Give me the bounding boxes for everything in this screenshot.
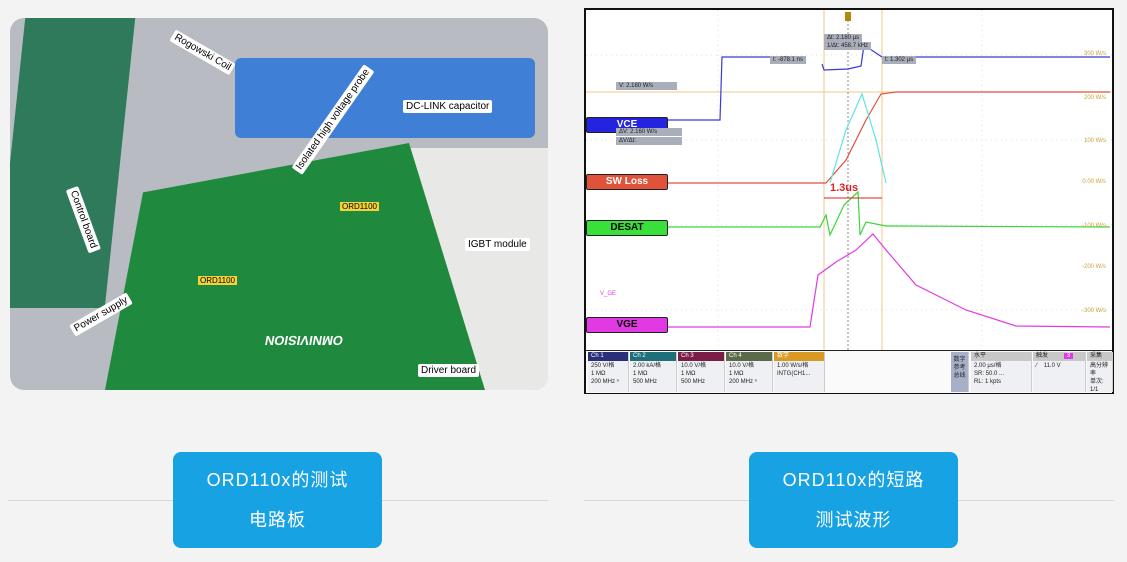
- timing-annotation: 1.3us: [830, 182, 859, 194]
- axis-label: 200 W/s: [1083, 95, 1106, 101]
- sw-loss-trace: [586, 91, 1110, 184]
- current-trace: [829, 92, 887, 184]
- ref-label: V_GE: [600, 291, 617, 297]
- channel-label-vge[interactable]: VGE: [586, 317, 668, 333]
- axis-label: 0.00 W/s: [1082, 179, 1106, 185]
- cursor-readout-v: V: 2.180 W/s: [616, 82, 677, 90]
- axis-label: 100 W/s: [1083, 138, 1106, 144]
- chip-label: ORD1100: [340, 202, 379, 211]
- axis-label: -200 W/s: [1081, 264, 1106, 270]
- acquisition-panel[interactable]: 采集高分辨率单次: 1/1: [1087, 352, 1113, 393]
- brand-logo: OMNIVISION: [263, 333, 345, 348]
- caption-button-waveform[interactable]: ORD110x的短路测试波形: [749, 452, 958, 548]
- axis-label: -300 W/s: [1081, 308, 1106, 314]
- oscilloscope-screenshot: 1.3us VCE SW Loss DESAT VGE V_GE Δt: 2.1…: [584, 8, 1114, 394]
- cursor-readout-t2: t: 1.302 µs: [882, 56, 917, 64]
- test-board-photo: Rogowski Coil Isolated high voltage prob…: [10, 18, 548, 390]
- chip-label: ORD1100: [198, 276, 237, 285]
- cursor-readout-dt: Δt: 2.180 µs: [824, 34, 863, 42]
- vce-trace: [821, 43, 1110, 71]
- dc-link-capacitor: [235, 58, 535, 138]
- trigger-panel[interactable]: 触发 3⁄ 11.0 V: [1033, 352, 1086, 392]
- axis-label: -100 W/s: [1081, 223, 1106, 229]
- rogowski-coil-label: Rogowski Coil: [169, 29, 236, 76]
- axis-label: 300 W/s: [1083, 51, 1106, 57]
- waveform-plot: [586, 10, 1112, 350]
- cursor-readout-dvdt: ΔV/Δt:: [616, 137, 682, 145]
- igbt-label: IGBT module: [465, 238, 530, 251]
- vge-trace: [586, 233, 1111, 328]
- control-board: [10, 18, 136, 308]
- cursor-readout-t1: t: -878.1 ns: [770, 56, 807, 64]
- ref-bus-button[interactable]: 数字 参考 总线: [951, 352, 969, 392]
- channel-label-desat[interactable]: DESAT: [586, 220, 668, 236]
- dc-link-label: DC-LINK capacitor: [403, 100, 493, 113]
- caption-button-board[interactable]: ORD110x的测试电路板: [173, 452, 382, 548]
- cursor-readout-freq: 1/Δt: 458.7 kHz: [824, 42, 872, 50]
- channel-label-sw-loss[interactable]: SW Loss: [586, 174, 668, 190]
- driver-board-label: Driver board: [418, 364, 480, 377]
- trigger-marker: [845, 12, 851, 21]
- cursor-readout-dv: ΔV: 2.160 W/s: [616, 128, 682, 136]
